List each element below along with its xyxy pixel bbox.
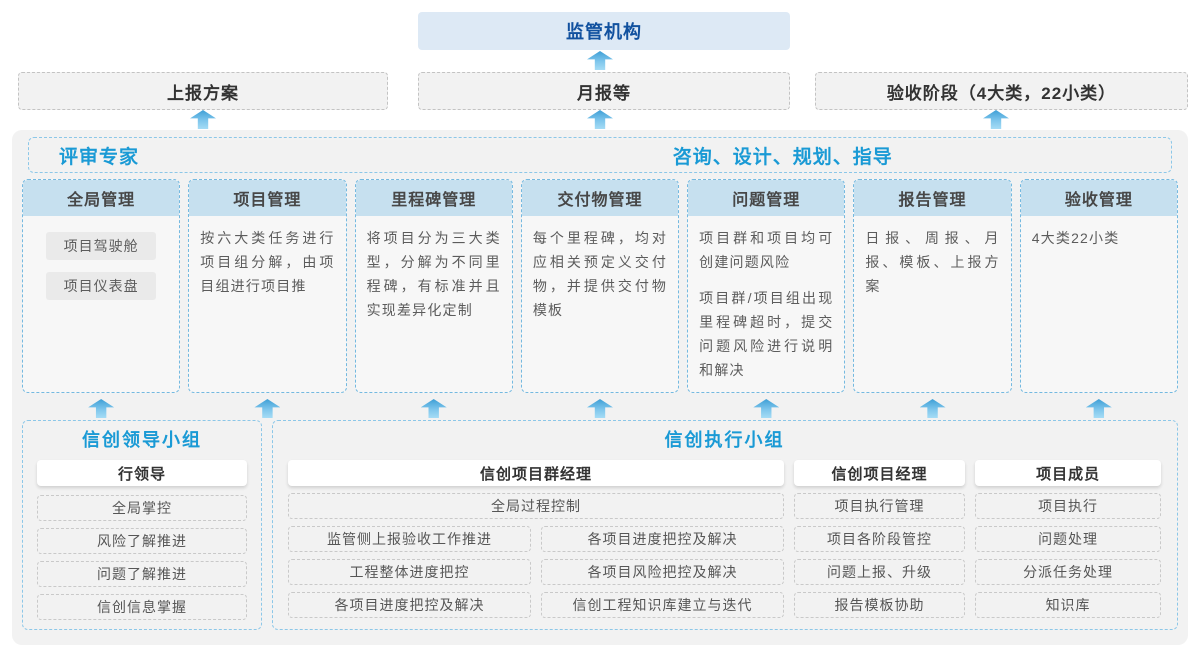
pm-item: 问题上报、升级 — [793, 559, 966, 585]
leader-item: 风险了解推进 — [37, 528, 247, 554]
role-project-manager: 信创项目经理 — [793, 460, 966, 486]
member-item: 知识库 — [975, 592, 1161, 618]
up-arrow-to-column — [88, 399, 115, 418]
column-deliverable-management: 交付物管理 每个里程碑，均对应相关预定义交付物，并提供交付物模板 — [520, 179, 680, 393]
up-arrow-to-report-plan — [190, 110, 216, 129]
role-program-manager: 信创项目群经理 — [288, 460, 784, 486]
project-members-section: 项目成员 项目执行 问题处理 分派任务处理 知识库 — [975, 460, 1161, 618]
leader-group-title: 信创领导小组 — [82, 430, 202, 450]
pgm-item: 监管侧上报验收工作推进 — [288, 526, 531, 552]
issue-paragraph: 项目群/项目组出现里程碑超时，提交问题风险进行说明和解决 — [699, 290, 834, 379]
column-title: 里程碑管理 — [355, 180, 512, 216]
up-arrow-to-column — [586, 399, 613, 418]
execution-group: 信创执行小组 信创项目群经理 全局过程控制 监管侧上报验收工作推进 各项目进度把… — [272, 420, 1178, 630]
up-arrow-to-column — [919, 399, 946, 418]
pgm-item-full: 全局过程控制 — [288, 493, 784, 519]
up-arrow-to-column — [420, 399, 447, 418]
program-manager-section: 信创项目群经理 全局过程控制 监管侧上报验收工作推进 各项目进度把控及解决 工程… — [288, 460, 784, 618]
bottom-groups: 信创领导小组 行领导 全局掌控 风险了解推进 问题了解推进 信创信息掌握 信创执… — [22, 420, 1178, 630]
pm-item: 报告模板协助 — [793, 592, 966, 618]
advisors-header: 评审专家 咨询、设计、规划、指导 — [28, 137, 1172, 173]
column-body: 项目驾驶舱 项目仪表盘 — [23, 216, 179, 322]
column-title: 交付物管理 — [521, 180, 679, 216]
pgm-item: 信创工程知识库建立与迭代 — [540, 592, 784, 618]
experts-label: 评审专家 — [59, 146, 140, 168]
regulator-box: 监管机构 — [418, 12, 790, 50]
pgm-item: 各项目进度把控及解决 — [288, 592, 531, 618]
up-arrow-to-column — [1085, 399, 1112, 418]
column-project-management: 项目管理 按六大类任务进行项目组分解，由项目组进行项目推 — [188, 179, 347, 393]
member-item: 问题处理 — [975, 526, 1161, 552]
column-body: 日报、周报、月报、模板、上报方案 — [865, 230, 1000, 295]
leader-group: 信创领导小组 行领导 全局掌控 风险了解推进 问题了解推进 信创信息掌握 — [22, 420, 262, 630]
pgm-item: 各项目进度把控及解决 — [540, 526, 784, 552]
column-title: 全局管理 — [23, 180, 180, 216]
member-item: 项目执行 — [975, 493, 1161, 519]
column-global-management: 全局管理 项目驾驶舱 项目仪表盘 — [22, 179, 181, 393]
column-title: 报告管理 — [854, 180, 1011, 216]
column-body: 每个里程碑，均对应相关预定义交付物，并提供交付物模板 — [532, 230, 668, 319]
column-acceptance-management: 验收管理 4大类22小类 — [1019, 179, 1178, 393]
column-report-management: 报告管理 日报、周报、月报、模板、上报方案 — [853, 179, 1012, 393]
column-arrows-row — [22, 396, 1178, 418]
column-body: 将项目分为三大类型，分解为不同里程碑，有标准并且实现差异化定制 — [366, 230, 501, 319]
leader-item: 全局掌控 — [37, 495, 247, 521]
role-project-members: 项目成员 — [975, 460, 1161, 486]
leader-item: 信创信息掌握 — [37, 594, 247, 620]
leader-item: 问题了解推进 — [37, 561, 247, 587]
member-item: 分派任务处理 — [975, 559, 1161, 585]
execution-group-title: 信创执行小组 — [664, 430, 785, 450]
column-body: 项目群和项目均可创建问题风险 项目群/项目组出现里程碑超时，提交问题风险进行说明… — [688, 216, 844, 392]
monthly-report-box: 月报等 — [418, 72, 790, 110]
chip-project-dashboard: 项目仪表盘 — [46, 272, 157, 300]
column-body: 4大类22小类 — [1031, 230, 1120, 246]
pm-item: 项目各阶段管控 — [793, 526, 966, 552]
up-arrow-to-acceptance-stage — [983, 110, 1009, 129]
up-arrow-to-monthly-report — [587, 110, 613, 129]
column-title: 问题管理 — [688, 180, 845, 216]
pgm-item: 工程整体进度把控 — [288, 559, 531, 585]
up-arrow-to-regulator — [587, 51, 613, 70]
advisory-label: 咨询、设计、规划、指导 — [672, 146, 893, 168]
column-title: 验收管理 — [1020, 180, 1177, 216]
column-body: 按六大类任务进行项目组分解，由项目组进行项目推 — [200, 230, 335, 295]
management-columns: 全局管理 项目驾驶舱 项目仪表盘 项目管理 按六大类任务进行项目组分解，由项目组… — [22, 179, 1178, 393]
pm-item: 项目执行管理 — [793, 493, 966, 519]
report-plan-box: 上报方案 — [18, 72, 388, 110]
up-arrow-to-column — [254, 399, 281, 418]
column-milestone-management: 里程碑管理 将项目分为三大类型，分解为不同里程碑，有标准并且实现差异化定制 — [354, 179, 513, 393]
pgm-item: 各项目风险把控及解决 — [540, 559, 784, 585]
up-arrow-to-column — [753, 399, 780, 418]
issue-paragraph: 项目群和项目均可创建问题风险 — [699, 230, 834, 271]
role-bank-leaders: 行领导 — [37, 460, 247, 486]
column-title: 项目管理 — [189, 180, 346, 216]
acceptance-stage-box: 验收阶段（4大类，22小类） — [815, 72, 1188, 110]
project-manager-section: 信创项目经理 项目执行管理 项目各阶段管控 问题上报、升级 报告模板协助 — [793, 460, 966, 618]
chip-project-cockpit: 项目驾驶舱 — [46, 232, 157, 260]
column-issue-management: 问题管理 项目群和项目均可创建问题风险 项目群/项目组出现里程碑超时，提交问题风… — [687, 179, 846, 393]
main-panel: 评审专家 咨询、设计、规划、指导 全局管理 项目驾驶舱 项目仪表盘 项目管理 按… — [12, 130, 1188, 645]
